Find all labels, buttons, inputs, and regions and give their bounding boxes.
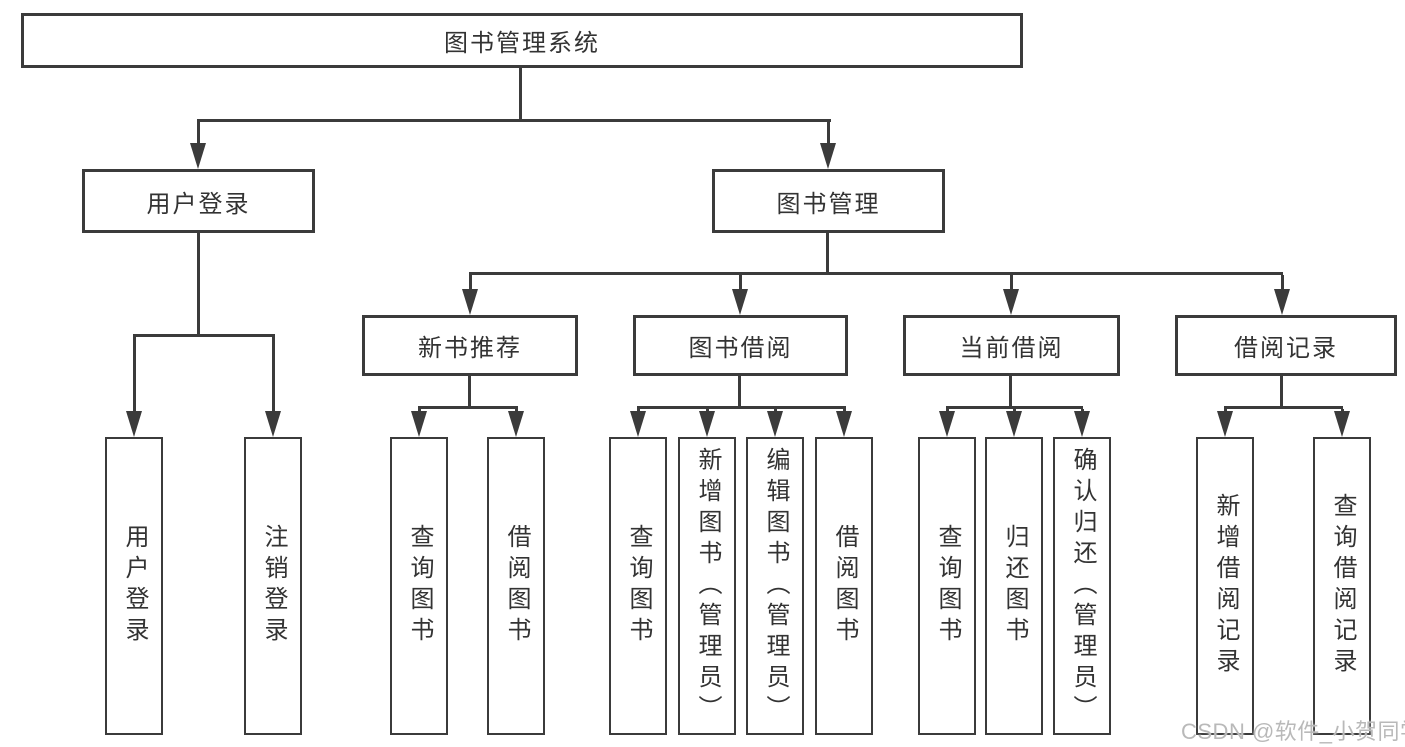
- node-leaf-user-login: 用户登录: [105, 437, 163, 735]
- connector-line: [519, 66, 522, 122]
- node-label: 新书推荐: [418, 335, 522, 362]
- node-leaf-query-books: 查询图书: [390, 437, 448, 735]
- connector-line: [826, 231, 829, 275]
- node-leaf-logout: 注销登录: [244, 437, 302, 735]
- node-label: 用户登录: [146, 190, 251, 218]
- connector-line: [133, 334, 275, 337]
- node-label: 查询图书: [934, 524, 961, 648]
- arrow-down-icon: [767, 409, 783, 437]
- node-leaf-borrow-books: 借阅图书: [487, 437, 545, 735]
- connector-line: [469, 272, 1283, 275]
- node-book-borrowing: 图书借阅: [633, 315, 848, 376]
- node-label: 借阅图书: [503, 524, 530, 648]
- connector-line: [418, 406, 518, 409]
- node-label: 借阅图书: [831, 524, 858, 648]
- arrow-down-icon: [699, 409, 715, 437]
- node-label: 确认归还（管理员）: [1069, 446, 1096, 726]
- arrow-down-icon: [126, 337, 142, 437]
- node-leaf-query-borrow-record: 查询借阅记录: [1313, 437, 1371, 735]
- node-label: 当前借阅: [959, 335, 1064, 362]
- node-label: 用户登录: [121, 524, 148, 648]
- node-leaf-borrow-books: 借阅图书: [815, 437, 873, 735]
- node-label: 借阅记录: [1234, 335, 1338, 362]
- node-label: 编辑图书（管理员）: [762, 446, 789, 726]
- csdn-watermark: CSDN @软件_小贺同学: [1181, 719, 1405, 744]
- arrow-down-icon: [1217, 409, 1233, 437]
- connector-line: [946, 406, 1083, 409]
- connector-line: [197, 119, 831, 122]
- node-leaf-edit-books-admin: 编辑图书（管理员）: [746, 437, 804, 735]
- connector-line: [1280, 374, 1283, 408]
- node-current-borrowing: 当前借阅: [903, 315, 1120, 376]
- connector-line: [1009, 374, 1012, 408]
- arrow-down-icon: [630, 409, 646, 437]
- node-label: 图书借阅: [688, 335, 793, 362]
- node-label: 查询借阅记录: [1329, 493, 1356, 679]
- node-label: 新增图书（管理员）: [694, 446, 721, 726]
- arrow-down-icon: [820, 122, 836, 169]
- connector-line: [468, 374, 471, 408]
- arrow-down-icon: [462, 275, 478, 315]
- arrow-down-icon: [1006, 409, 1022, 437]
- arrow-down-icon: [411, 409, 427, 437]
- node-new-book-recommend: 新书推荐: [362, 315, 578, 376]
- connector-line: [1224, 406, 1343, 409]
- arrow-down-icon: [190, 122, 206, 169]
- node-label: 归还图书: [1001, 524, 1028, 648]
- arrow-down-icon: [939, 409, 955, 437]
- arrow-down-icon: [836, 409, 852, 437]
- node-leaf-return-books: 归还图书: [985, 437, 1043, 735]
- node-borrowing-records: 借阅记录: [1175, 315, 1397, 376]
- node-leaf-add-borrow-record: 新增借阅记录: [1196, 437, 1254, 735]
- arrow-down-icon: [732, 275, 748, 315]
- node-label: 图书管理: [776, 190, 881, 218]
- arrow-down-icon: [1334, 409, 1350, 437]
- arrow-down-icon: [265, 337, 281, 437]
- node-leaf-confirm-return-admin: 确认归还（管理员）: [1053, 437, 1111, 735]
- node-book-management: 图书管理: [712, 169, 945, 233]
- node-label: 查询图书: [625, 524, 652, 648]
- node-label: 图书管理系统: [444, 30, 600, 57]
- connector-line: [738, 374, 741, 408]
- node-leaf-add-books-admin: 新增图书（管理员）: [678, 437, 736, 735]
- arrow-down-icon: [1274, 275, 1290, 315]
- node-root-system: 图书管理系统: [21, 13, 1023, 68]
- arrow-down-icon: [1003, 275, 1019, 315]
- node-leaf-query-books: 查询图书: [609, 437, 667, 735]
- node-user-login: 用户登录: [82, 169, 315, 233]
- connector-line: [637, 406, 846, 409]
- node-label: 新增借阅记录: [1212, 493, 1239, 679]
- node-leaf-query-books: 查询图书: [918, 437, 976, 735]
- node-label: 查询图书: [406, 524, 433, 648]
- arrow-down-icon: [508, 409, 524, 437]
- node-label: 注销登录: [260, 524, 287, 648]
- arrow-down-icon: [1074, 409, 1090, 437]
- connector-line: [197, 231, 200, 337]
